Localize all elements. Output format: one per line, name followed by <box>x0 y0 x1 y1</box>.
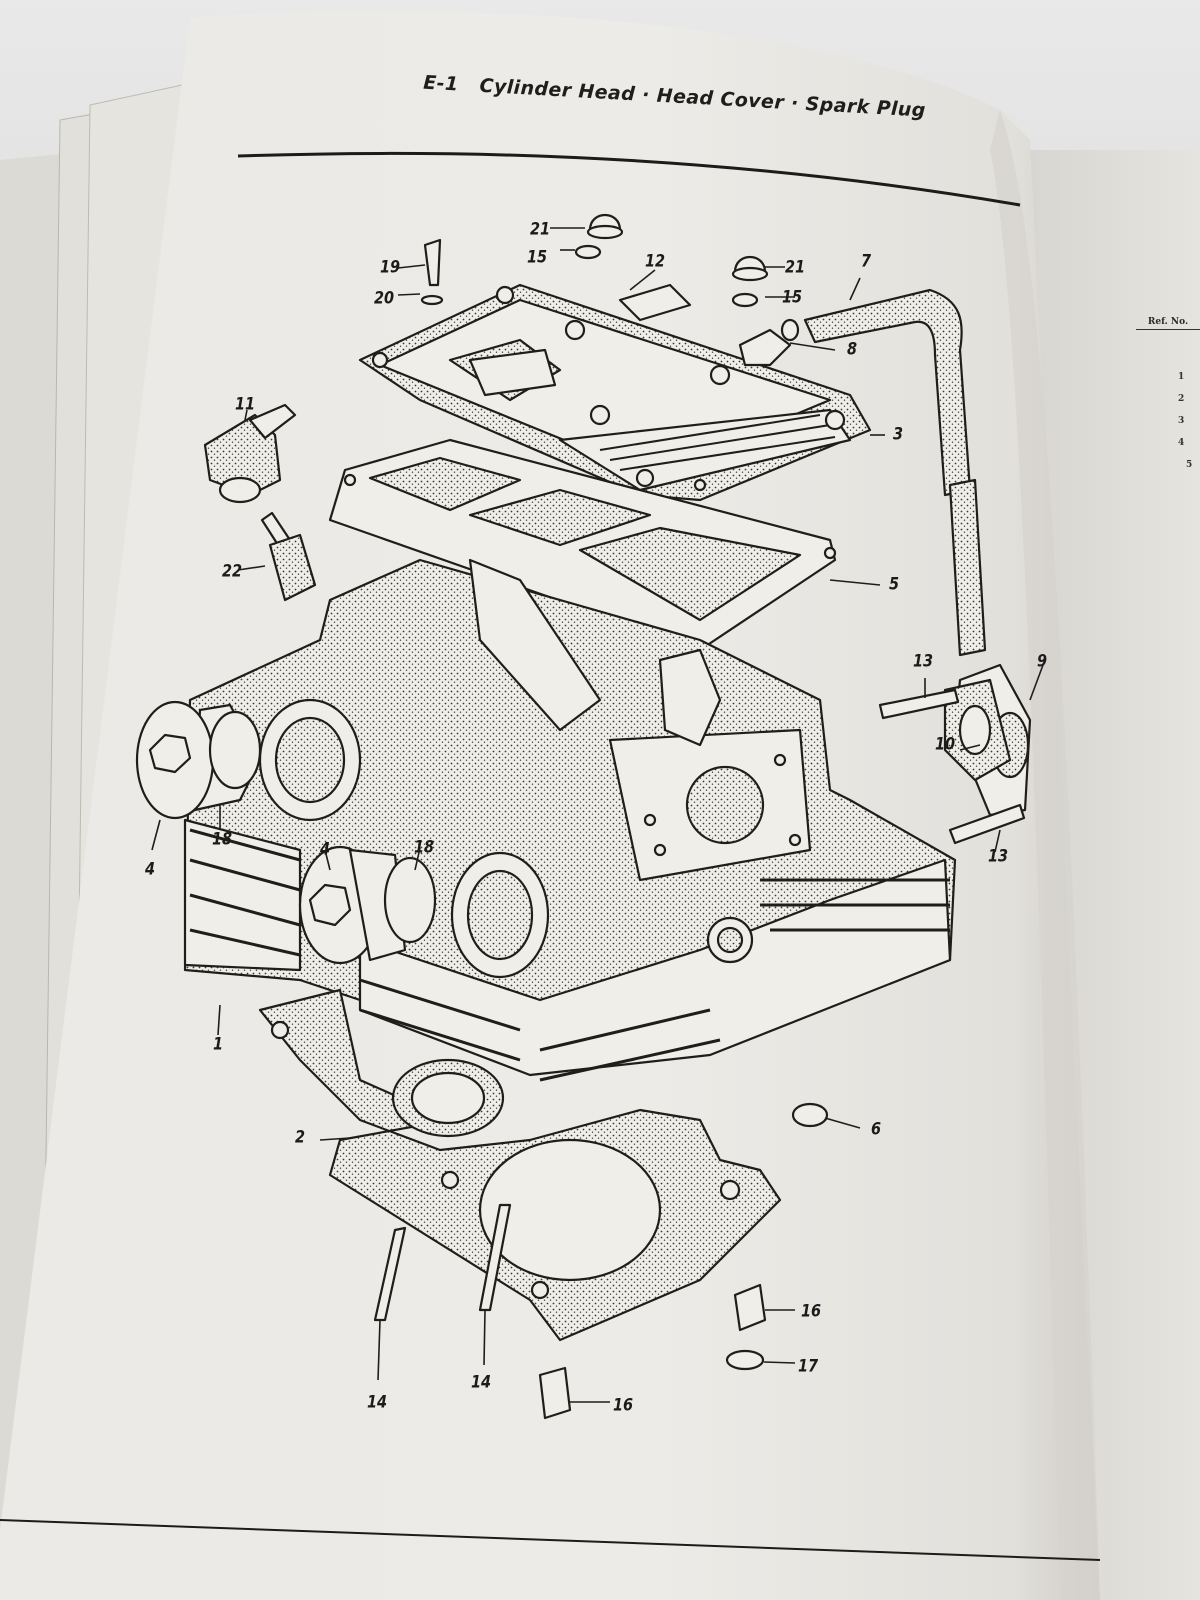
cap-screw-4-center <box>298 845 437 965</box>
callout-14: 14 <box>366 1392 388 1413</box>
breather-fitting <box>738 318 800 367</box>
ref-number: 5 <box>1186 460 1193 470</box>
callout-6: 6 <box>870 1119 882 1140</box>
leader-lines <box>151 227 1044 1403</box>
callout-17: 17 <box>797 1356 819 1377</box>
callout-15: 15 <box>781 287 803 308</box>
callout-14: 14 <box>470 1372 492 1393</box>
callout-21: 21 <box>529 219 551 240</box>
spark-plug <box>260 511 317 602</box>
ref-number: 2 <box>1178 394 1185 404</box>
callout-2: 2 <box>294 1127 306 1148</box>
insulator-gasket <box>943 663 1032 817</box>
cylinder-head-gasket <box>258 988 782 1342</box>
callout-15: 15 <box>526 247 548 268</box>
callout-4: 4 <box>144 859 156 880</box>
small-parts <box>391 214 829 1420</box>
callout-10: 10 <box>934 734 956 755</box>
callout-13: 13 <box>912 651 934 672</box>
callout-13: 13 <box>987 846 1009 867</box>
callout-21: 21 <box>784 257 806 278</box>
ref-number: 3 <box>1178 416 1185 426</box>
callout-18: 18 <box>211 829 233 850</box>
ref-no-header: Ref. No. <box>1136 318 1200 330</box>
head-cover-gasket <box>328 438 837 652</box>
callout-1: 1 <box>212 1034 224 1055</box>
callout-16: 16 <box>800 1301 822 1322</box>
callout-12: 12 <box>644 251 666 272</box>
callout-9: 9 <box>1036 651 1048 672</box>
callout-19: 19 <box>379 257 401 278</box>
callout-22: 22 <box>221 561 243 582</box>
callout-18: 18 <box>413 837 435 858</box>
breather-tube <box>803 288 987 657</box>
head-cover <box>358 283 872 502</box>
ref-number: 1 <box>1178 372 1185 382</box>
callout-11: 11 <box>234 394 256 415</box>
callout-8: 8 <box>846 339 858 360</box>
stud-bolts <box>373 688 1026 1322</box>
ref-number: 4 <box>1178 438 1185 448</box>
callout-16: 16 <box>612 1395 634 1416</box>
callout-3: 3 <box>892 424 904 445</box>
callout-7: 7 <box>860 251 872 272</box>
callout-5: 5 <box>888 574 900 595</box>
callout-20: 20 <box>373 288 395 309</box>
spark-plug-cap <box>203 403 297 504</box>
cap-screw-4-left <box>135 700 262 820</box>
callout-4: 4 <box>319 839 331 860</box>
